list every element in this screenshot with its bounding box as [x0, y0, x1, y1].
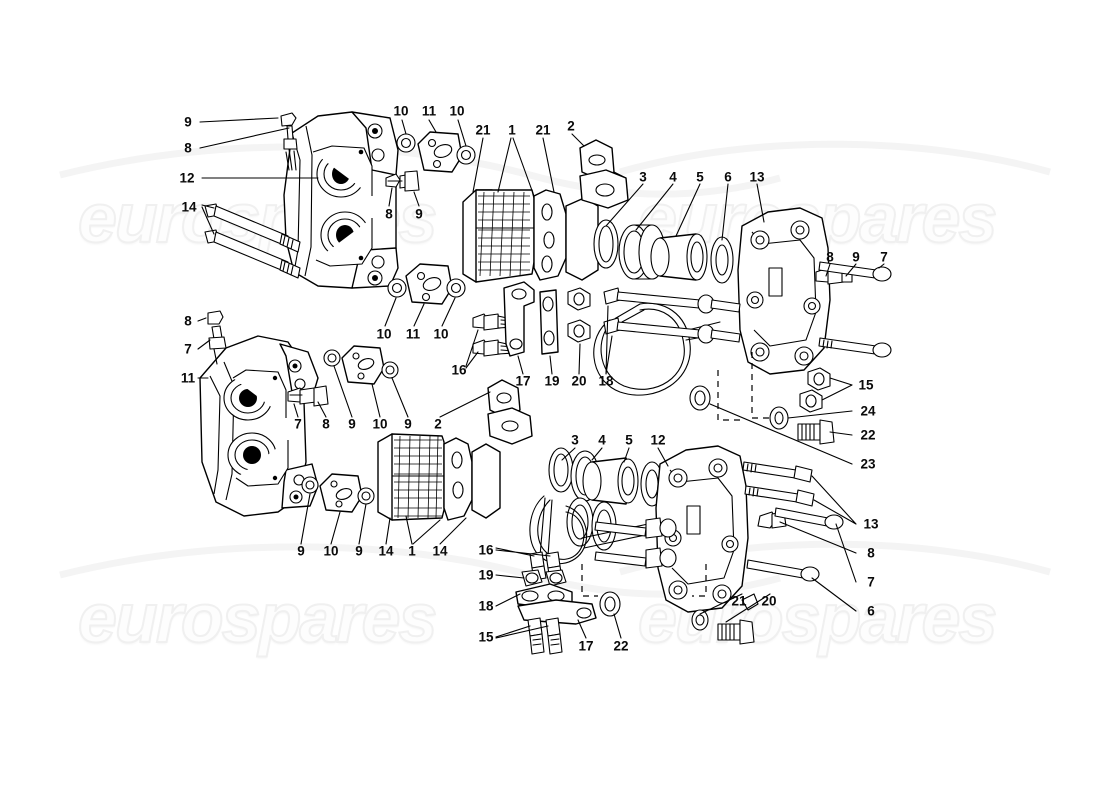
callout-12: 12 [650, 432, 666, 448]
callout-9: 9 [404, 416, 412, 432]
callout-14: 14 [432, 543, 448, 559]
guide-dashed-a [717, 370, 740, 421]
callout-2: 2 [567, 118, 575, 134]
callout-9: 9 [348, 416, 356, 432]
callout-19: 19 [544, 373, 560, 389]
callout-9: 9 [415, 206, 423, 222]
lower-pad-retaining-clip [487, 379, 533, 445]
callout-8: 8 [184, 140, 192, 156]
upper-brake-pad-set [462, 189, 599, 283]
callout-9: 9 [852, 249, 860, 265]
callout-8: 8 [385, 206, 393, 222]
callout-5: 5 [696, 169, 704, 185]
callout-3: 3 [639, 169, 647, 185]
callout-10: 10 [449, 103, 465, 119]
callout-4: 4 [598, 432, 606, 448]
callout-4: 4 [669, 169, 677, 185]
callout-11: 11 [180, 370, 196, 386]
callout-9: 9 [297, 543, 305, 559]
lower-brake-pad-set [377, 433, 501, 521]
callout-15: 15 [478, 629, 494, 645]
guide-dashed-c [581, 564, 598, 597]
callout-14: 14 [378, 543, 394, 559]
ll-bleed-right [287, 385, 329, 407]
callout-22: 22 [860, 427, 876, 443]
callout-10: 10 [323, 543, 339, 559]
callout-23: 23 [860, 456, 876, 472]
lower-right-caliper-body [655, 445, 749, 613]
lower-brake-hose [529, 495, 651, 565]
callout-13: 13 [749, 169, 765, 185]
ll-shim-upper [323, 345, 399, 385]
lower-left-caliper-body [199, 335, 319, 517]
leader-lines [197, 117, 885, 639]
callout-8: 8 [826, 249, 834, 265]
callout-7: 7 [880, 249, 888, 265]
ul-shim-bottom [387, 263, 466, 305]
ul-long-bolt-pair [204, 203, 301, 279]
upper-piston-seal-train [593, 219, 734, 284]
callout-2: 2 [434, 416, 442, 432]
callout-21: 21 [731, 593, 747, 609]
ur-bolt-lower [818, 337, 892, 358]
callout-22: 22 [613, 638, 629, 654]
lower-washer-21 [691, 609, 709, 631]
callout-1: 1 [508, 122, 516, 138]
ll-shim-lower [301, 473, 375, 513]
callout-15: 15 [858, 377, 874, 393]
callout-9: 9 [355, 543, 363, 559]
callout-9: 9 [184, 114, 192, 130]
callout-19: 19 [478, 567, 494, 583]
callout-7: 7 [184, 341, 192, 357]
lower-right-fasteners [741, 461, 844, 611]
callout-11: 11 [405, 326, 421, 342]
lower-banjo-bolts [515, 517, 677, 655]
ur-washer-24 [769, 406, 789, 430]
lower-bolt-20 [717, 619, 755, 645]
upper-pad-retaining-clip [579, 139, 629, 209]
callout-17: 17 [515, 373, 531, 389]
callout-20: 20 [761, 593, 777, 609]
ul-bleed-screw-2 [385, 170, 420, 192]
ul-bleed-screw [280, 112, 298, 171]
callout-21: 21 [535, 122, 551, 138]
callout-16: 16 [478, 542, 494, 558]
upper-brake-hose [593, 302, 721, 396]
callout-18: 18 [478, 598, 494, 614]
callout-1: 1 [408, 543, 416, 559]
callout-10: 10 [393, 103, 409, 119]
callout-10: 10 [372, 416, 388, 432]
upper-right-caliper-body [737, 207, 831, 375]
callout-7: 7 [294, 416, 302, 432]
callout-3: 3 [571, 432, 579, 448]
callout-24: 24 [860, 403, 876, 419]
callout-13: 13 [863, 516, 879, 532]
callout-11: 11 [421, 103, 437, 119]
ur-bolt-22 [797, 419, 835, 445]
callout-8: 8 [184, 313, 192, 329]
ll-bleed-top [207, 310, 227, 365]
callout-8: 8 [867, 545, 875, 561]
callout-17: 17 [578, 638, 594, 654]
callout-14: 14 [181, 199, 197, 215]
callout-6: 6 [867, 603, 875, 619]
callout-21: 21 [475, 122, 491, 138]
ur-bleed-and-bolt-top [815, 261, 892, 285]
callout-5: 5 [625, 432, 633, 448]
callout-6: 6 [724, 169, 732, 185]
ur-nuts-15 [799, 367, 831, 413]
callout-10: 10 [376, 326, 392, 342]
callout-18: 18 [598, 373, 614, 389]
ul-shim-top [396, 131, 476, 173]
callout-16: 16 [451, 362, 467, 378]
callout-7: 7 [867, 574, 875, 590]
callout-8: 8 [322, 416, 330, 432]
upper-left-caliper-body [283, 111, 399, 289]
callout-20: 20 [571, 373, 587, 389]
callout-12: 12 [179, 170, 195, 186]
callout-10: 10 [433, 326, 449, 342]
guide-dashed-b [751, 352, 772, 419]
